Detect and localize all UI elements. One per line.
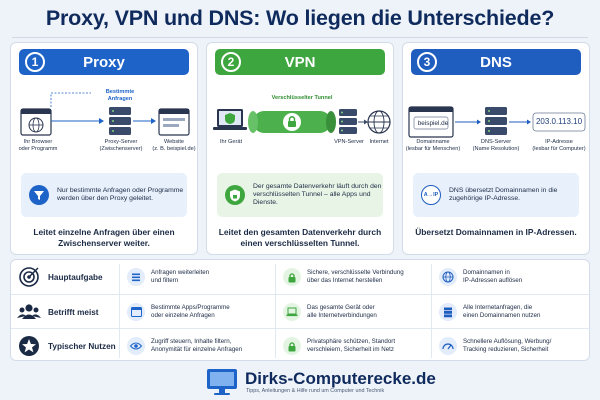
- comparison-table: Hauptaufgabe Anfragen weiterleiten und f…: [10, 259, 591, 362]
- table-cell: Bestimmte Apps/Programme oder einzelne A…: [151, 304, 230, 319]
- website-icon: [158, 108, 190, 136]
- footer: Dirks-Computerecke.de Tipps, Anleitungen…: [0, 364, 600, 400]
- row-label: Typischer Nutzen: [48, 341, 116, 351]
- users-icon: [17, 300, 41, 324]
- dns-server-icon: [485, 107, 507, 135]
- vpn-server-label: VPN-Server: [334, 139, 364, 145]
- device-label: Ihr Gerät: [219, 139, 243, 145]
- page-title: Proxy, VPN und DNS: Wo liegen die Unters…: [45, 6, 555, 30]
- proxy-server-icon: [109, 107, 131, 135]
- dns-server-label: DNS-Server (Name Resolution): [472, 139, 520, 152]
- vpn-diagram: [213, 109, 391, 134]
- ip-label: IP-Adresse (lesbar für Computer): [532, 139, 586, 152]
- domain-value: beispiel.de: [417, 120, 449, 127]
- website-label: Website (z. B. beispiel.de): [152, 139, 196, 152]
- vpn-info-text: Der gesamte Datenverkehr läuft durch den…: [253, 182, 382, 207]
- proxy-diagram: [20, 92, 190, 136]
- vpn-title: VPN: [284, 53, 316, 71]
- proxy-panel: 1 Proxy Bestimmte A: [10, 42, 198, 255]
- vpn-tunnel: [248, 111, 336, 133]
- dns-header: 3 DNS: [411, 49, 581, 75]
- laptop-icon: [283, 303, 301, 321]
- dns-diagram: [408, 106, 586, 138]
- proxy-server-label: Proxy-Server (Zwischenserver): [99, 139, 143, 152]
- server-icon: [439, 303, 457, 321]
- vpn-header: 2 VPN: [215, 49, 385, 75]
- table-cell: Domainnamen in IP-Adressen auflösen: [463, 269, 523, 284]
- translate-badge-icon: A→IP: [421, 185, 441, 205]
- monitor-logo-icon: [207, 369, 237, 395]
- dns-panel: 3 DNS beispiel.de 203.0.113.10 Domainnam…: [402, 42, 590, 255]
- shield-lock-icon: [225, 185, 245, 205]
- domain-window-icon: [408, 106, 454, 138]
- proxy-title: Proxy: [83, 53, 125, 71]
- tunnel-label: Verschlüsselter Tunnel: [271, 95, 333, 101]
- vpn-info-box: Der gesamte Datenverkehr läuft durch den…: [217, 173, 383, 217]
- table-cell: Das gesamte Gerät oder alle Internetverb…: [307, 304, 377, 319]
- dns-summary: Übersetzt Domainnamen in IP-Adressen.: [415, 227, 577, 237]
- table-cell: Anfragen weiterleiten und filtern: [151, 269, 210, 284]
- gauge-icon: [439, 337, 457, 355]
- globe-icon: [439, 268, 457, 286]
- row-label: Hauptaufgabe: [48, 272, 103, 282]
- vpn-summary: Leitet den gesamten Datenverkehr durch e…: [218, 227, 382, 248]
- brand-name[interactable]: Dirks-Computerecke.de: [245, 369, 436, 388]
- brand-tagline: Tipps, Anleitungen & Hilfe rund um Compu…: [246, 388, 385, 394]
- selected-requests-label: Bestimmte Anfragen: [105, 89, 135, 102]
- lock-icon: [283, 337, 301, 355]
- star-icon: [17, 334, 41, 358]
- list-icon: [127, 268, 145, 286]
- eye-icon: [127, 337, 145, 355]
- domain-label: Domainname (lesbar für Menschen): [405, 139, 461, 152]
- proxy-info-text: Nur bestimmte Anfragen oder Programme we…: [57, 186, 184, 202]
- proxy-number: 1: [25, 52, 45, 72]
- browser-label: Ihr Browser oder Programm: [18, 139, 58, 152]
- vpn-number: 2: [221, 52, 241, 72]
- dns-title: DNS: [480, 53, 512, 71]
- table-row: Hauptaufgabe Anfragen weiterleiten und f…: [11, 260, 591, 294]
- table-row: Betrifft meist Bestimmte Apps/Programme …: [11, 294, 591, 328]
- table-row: Typischer Nutzen Zugriff steuern, Inhalt…: [11, 328, 591, 362]
- ip-box: [532, 112, 586, 132]
- table-cell: Zugriff steuern, Inhalte filtern, Anonym…: [151, 338, 243, 353]
- dns-info-text: DNS übersetzt Domainnamen in die zugehör…: [449, 186, 558, 202]
- table-cell: Privatsphäre schützen, Standort verschle…: [307, 338, 396, 353]
- dns-info-box: A→IP DNS übersetzt Domainnamen in die zu…: [413, 173, 579, 217]
- proxy-summary: Leitet einzelne Anfragen über einen Zwis…: [33, 227, 175, 248]
- table-cell: Schnellere Auflösung, Werbung/ Tracking …: [463, 338, 552, 353]
- laptop-icon: [213, 109, 247, 130]
- lock-icon: [283, 268, 301, 286]
- table-cell: Sichere, verschlüsselte Verbindung über …: [307, 269, 404, 284]
- browser-icon: [20, 108, 52, 136]
- selected-route: [50, 92, 91, 107]
- internet-globe-icon: [367, 110, 391, 134]
- proxy-info-box: Nur bestimmte Anfragen oder Programme we…: [21, 173, 187, 217]
- ip-value: 203.0.113.10: [535, 117, 583, 126]
- proxy-header: 1 Proxy: [19, 49, 189, 75]
- filter-icon: [29, 185, 49, 205]
- vpn-server-icon: [339, 109, 357, 134]
- target-icon: [17, 265, 41, 289]
- window-icon: [127, 303, 145, 321]
- dns-number: 3: [417, 52, 437, 72]
- row-label: Betrifft meist: [48, 307, 99, 317]
- internet-label: Internet: [369, 139, 389, 145]
- vpn-panel: 2 VPN Verschlüsselter Tunnel: [206, 42, 394, 255]
- table-cell: Alle Internetanfragen, die einen Domainn…: [463, 304, 541, 319]
- title-divider: [12, 37, 588, 38]
